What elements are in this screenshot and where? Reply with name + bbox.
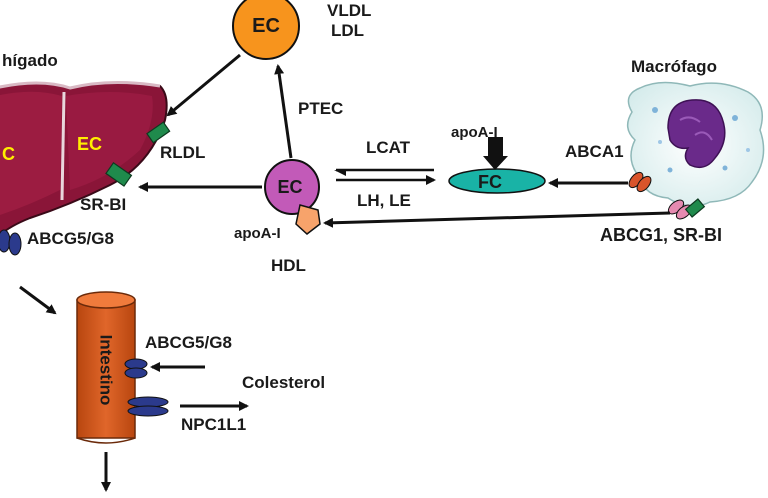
hdl-label: HDL: [271, 256, 306, 275]
intestine: [76, 291, 136, 444]
liver: [0, 80, 168, 237]
srbi-liver-label: SR-BI: [80, 195, 127, 214]
apoa1-fc-label: apoA-I: [451, 124, 498, 141]
fc-label: FC: [478, 172, 502, 192]
fc-complex: [448, 137, 546, 194]
hdl-ec-label: EC: [277, 177, 303, 197]
abcg5g8-liver-label: ABCG5/G8: [27, 229, 114, 248]
abcg1-srbi-label: ABCG1, SR-BI: [600, 225, 723, 245]
abcg5g8-intestine-label: ABCG5/G8: [145, 333, 232, 352]
colesterol-label: Colesterol: [242, 373, 326, 392]
arrow-liver-to-intestine: [19, 285, 57, 315]
arrow-macrophage-to-hdl: [323, 211, 671, 228]
liver-title: hígado: [2, 51, 58, 70]
abca1-transporter: [628, 171, 652, 193]
arrow-ec-to-liver: [166, 53, 241, 117]
ec-particle-top-label: EC: [252, 15, 280, 37]
macrophage: [626, 81, 765, 207]
ptec-label: PTEC: [298, 99, 344, 118]
liver-ec-right-label: EC: [77, 134, 103, 154]
hdl-particle: [264, 159, 321, 235]
vldl-label: VLDL: [327, 1, 372, 20]
npc1l1-transporter: [127, 396, 169, 417]
macrophage-title: Macrófago: [631, 57, 717, 76]
apoa1-hdl-shape: [295, 204, 321, 235]
abcg5g8-transporter-intestine: [124, 358, 148, 379]
arrow-hdl-to-ec: [274, 64, 293, 159]
apoa1-hdl-label: apoA-I: [234, 225, 281, 242]
ec-particle-top: [232, 0, 300, 60]
liver-ec-left-label: C: [2, 144, 15, 164]
lcat-label: LCAT: [366, 138, 411, 157]
abcg5g8-transporter-liver: [0, 229, 22, 256]
lh-le-label: LH, LE: [357, 191, 411, 210]
rldl-receptor: [146, 121, 171, 144]
intestine-label: Intestino: [96, 334, 116, 406]
ldl-label: LDL: [331, 21, 365, 40]
srbi-receptor-liver: [105, 161, 133, 187]
rldl-label: RLDL: [160, 143, 206, 162]
abca1-label: ABCA1: [565, 142, 624, 161]
npc1l1-label: NPC1L1: [181, 415, 247, 434]
srbi-receptor-macrophage: [684, 198, 706, 218]
